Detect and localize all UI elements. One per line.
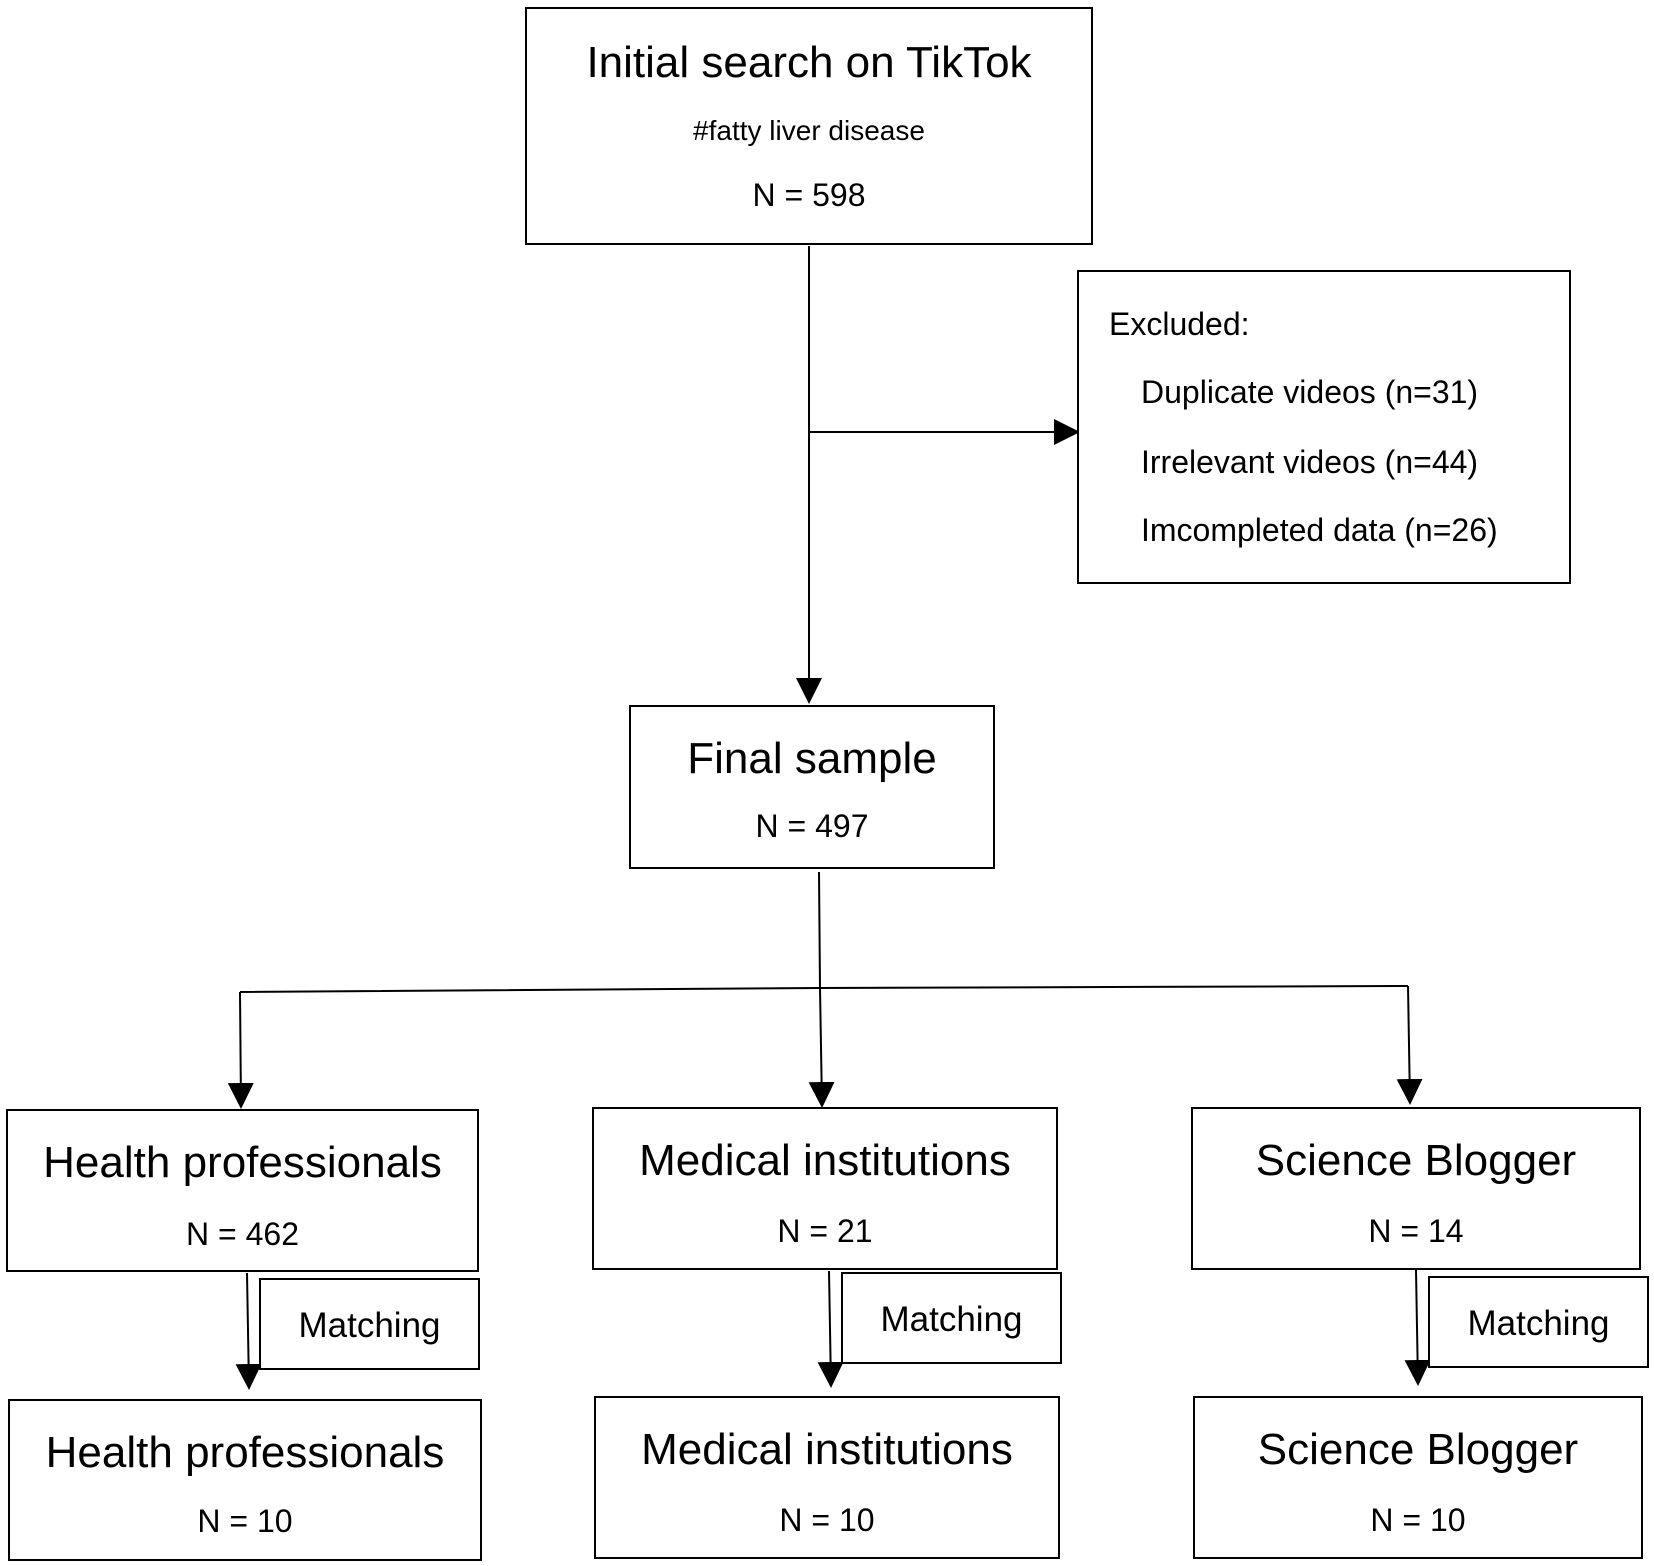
matched-title: Medical institutions bbox=[641, 1425, 1013, 1474]
matched-title: Science Blogger bbox=[1257, 1425, 1579, 1474]
matched-count: N = 10 bbox=[197, 1503, 293, 1539]
excluded-item-duplicate: Duplicate videos (n=31) bbox=[1141, 374, 1479, 410]
group-count: N = 21 bbox=[777, 1213, 873, 1249]
branch-line bbox=[239, 985, 1409, 993]
group-title: Health professionals bbox=[43, 1138, 442, 1187]
initial-search-hashtag: #fatty liver disease bbox=[693, 115, 925, 146]
arrow-to-medical-institutions bbox=[808, 987, 835, 1108]
group-count: N = 462 bbox=[186, 1216, 299, 1252]
arrow-to-health-professionals bbox=[227, 991, 254, 1109]
initial-search-title: Initial search on TikTok bbox=[586, 38, 1032, 87]
matched-box-science-blogger: Science Blogger N = 10 bbox=[1193, 1396, 1643, 1559]
group-count: N = 14 bbox=[1368, 1213, 1464, 1249]
final-down-line bbox=[818, 871, 821, 989]
group-box-health-professionals: Health professionals N = 462 bbox=[6, 1109, 479, 1272]
group-title: Medical institutions bbox=[639, 1136, 1011, 1185]
initial-search-box: Initial search on TikTok #fatty liver di… bbox=[525, 7, 1093, 245]
matched-title: Health professionals bbox=[45, 1428, 445, 1477]
matched-count: N = 10 bbox=[779, 1502, 875, 1538]
final-sample-box: Final sample N = 497 bbox=[629, 705, 995, 869]
excluded-item-incomplete: Imcompleted data (n=26) bbox=[1141, 512, 1498, 548]
final-sample-count: N = 497 bbox=[755, 808, 869, 844]
excluded-heading: Excluded: bbox=[1109, 306, 1250, 342]
matched-count: N = 10 bbox=[1370, 1502, 1466, 1538]
arrow-to-science-blogger bbox=[1396, 985, 1423, 1105]
final-sample-title: Final sample bbox=[687, 734, 937, 783]
matching-arrow-science bbox=[1404, 1269, 1431, 1386]
group-box-medical-institutions: Medical institutions N = 21 bbox=[592, 1107, 1058, 1270]
matching-label-science-blogger: Matching bbox=[1428, 1276, 1649, 1368]
initial-search-count: N = 598 bbox=[752, 177, 866, 213]
group-box-science-blogger: Science Blogger N = 14 bbox=[1191, 1107, 1641, 1270]
matching-arrow-medical bbox=[817, 1270, 844, 1388]
group-title: Science Blogger bbox=[1255, 1136, 1577, 1185]
matched-box-health-professionals: Health professionals N = 10 bbox=[8, 1399, 482, 1561]
excluded-item-irrelevant: Irrelevant videos (n=44) bbox=[1141, 444, 1479, 480]
matching-label-health-professionals: Matching bbox=[259, 1278, 480, 1370]
matching-arrow-health bbox=[235, 1272, 262, 1390]
excluded-box: Excluded: Duplicate videos (n=31) Irrele… bbox=[1077, 270, 1571, 584]
matched-box-medical-institutions: Medical institutions N = 10 bbox=[594, 1396, 1060, 1559]
matching-label-medical-institutions: Matching bbox=[841, 1272, 1062, 1364]
